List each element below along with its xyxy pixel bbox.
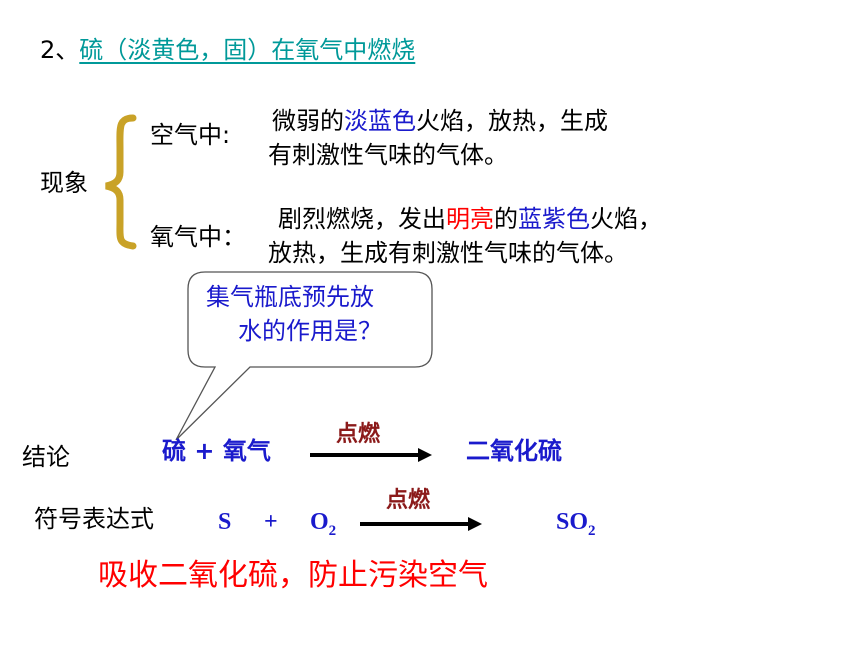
answer-text: 吸收二氧化硫，防止污染空气: [98, 558, 488, 593]
callout-line-2: 水的作用是？: [238, 317, 382, 345]
symbol-o2: O2: [310, 505, 336, 548]
symbol-so-sub: 2: [588, 522, 596, 539]
conclusion-condition: 点燃: [336, 422, 381, 447]
phenomenon-label: 现象: [40, 169, 88, 197]
air-text-highlight: 淡蓝色: [344, 107, 416, 135]
arrow-head-conclusion: [418, 448, 432, 462]
air-label: 空气中:: [150, 121, 231, 149]
oxygen-line-1: 剧烈燃烧，发出明亮的蓝紫色火焰，: [278, 202, 662, 236]
symbol-o-sub: 2: [328, 522, 337, 539]
symbol-s: S: [218, 509, 232, 535]
air-text-c: 火焰，放热，生成: [416, 107, 608, 135]
oxygen-label: 氧气中：: [150, 223, 246, 251]
oxygen-text-color: 蓝紫色: [518, 205, 590, 233]
word-equation-product: 二氧化硫: [466, 437, 562, 465]
symbol-plus: +: [264, 509, 278, 535]
symbol-so2: SO2: [556, 505, 596, 548]
oxygen-text-bright: 明亮: [446, 205, 494, 233]
air-text-a: 微弱的: [272, 107, 344, 135]
oxygen-text-c: 的: [494, 205, 518, 233]
symbol-equation-label: 符号表达式: [34, 505, 154, 533]
title-text: 硫（淡黄色，固）在氧气中燃烧: [79, 36, 416, 64]
symbol-o: O: [310, 509, 329, 535]
oxygen-text-a: 剧烈燃烧，发出: [278, 205, 446, 233]
oxygen-text-e: 火焰，: [590, 205, 662, 233]
arrow-head-symbol: [468, 517, 482, 531]
slide-title: 2、硫（淡黄色，固）在氧气中燃烧: [40, 30, 415, 65]
conclusion-label: 结论: [22, 443, 70, 471]
oxygen-line-2: 放热，生成有刺激性气味的气体。: [268, 239, 628, 267]
callout-line-1: 集气瓶底预先放: [206, 283, 374, 311]
title-number: 2、: [40, 36, 80, 64]
air-line-2: 有刺激性气味的气体。: [268, 141, 508, 169]
symbol-so: SO: [556, 509, 589, 535]
callout-bubble: [175, 271, 433, 441]
curly-brace-icon: [105, 114, 137, 250]
symbol-condition: 点燃: [386, 488, 431, 513]
air-line-1: 微弱的淡蓝色火焰，放热，生成: [272, 104, 608, 138]
word-equation-reactants: 硫 + 氧气: [162, 437, 271, 465]
